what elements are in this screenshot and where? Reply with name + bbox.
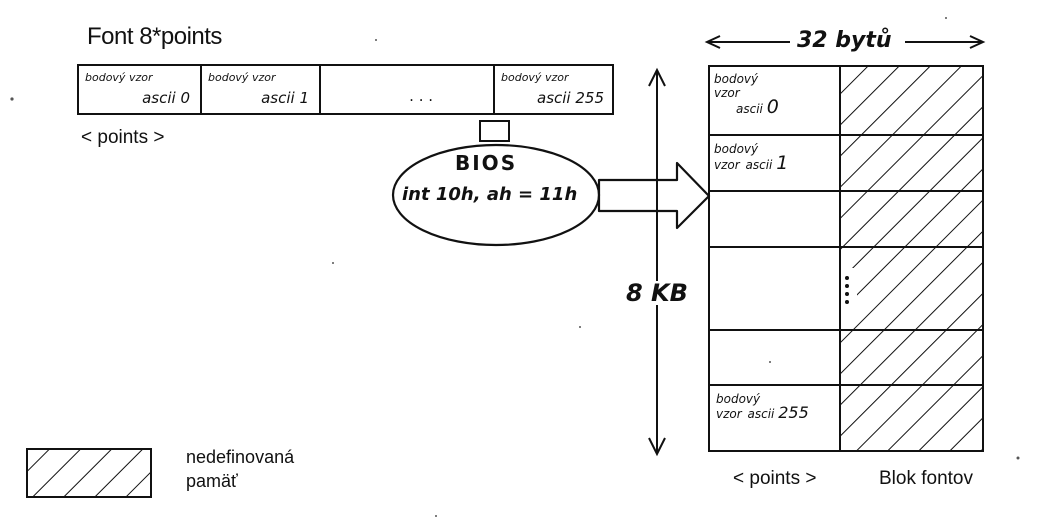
- block-entry-ascii-1: bodový vzor ascii 1: [714, 142, 789, 174]
- block-entry-code: 0: [766, 96, 779, 118]
- block-caption-points: < points >: [733, 468, 817, 489]
- font-block: [708, 65, 984, 452]
- bios-call: int 10h, ah = 11h: [402, 184, 578, 205]
- block-entry-label: ascii: [747, 407, 775, 421]
- font-cell-ascii-0: bodový vzor ascii 0: [79, 67, 200, 113]
- block-caption-title: Blok fontov: [879, 468, 973, 489]
- page-title: Font 8*points: [87, 23, 222, 50]
- font-cell-code: ascii 255: [537, 89, 604, 107]
- font-cell-ascii-1: bodový vzor ascii 1: [202, 67, 319, 113]
- font-cell-label: bodový vzor: [85, 71, 153, 84]
- size-label: 8 KB: [624, 279, 690, 307]
- width-label: 32 bytů: [797, 28, 892, 53]
- bios-title: BIOS: [455, 151, 518, 175]
- legend-label-line1: nedefinovaná: [186, 447, 295, 467]
- font-cell-ascii-255: bodový vzor ascii 255: [495, 67, 612, 113]
- block-entry-code: 1: [776, 152, 789, 174]
- font-cell-code: ascii 0: [142, 89, 190, 107]
- block-entry-label: ascii: [745, 158, 773, 172]
- width-double-arrow: [704, 35, 986, 49]
- continuation-dots: [845, 276, 849, 304]
- connector-box: [479, 120, 510, 142]
- legend-label-line2: pamäť: [186, 471, 238, 491]
- font-cell-dots: . . .: [409, 87, 433, 105]
- block-entry-label: ascii: [736, 102, 763, 116]
- font-cell-ellipsis: . . .: [321, 67, 493, 113]
- block-entry-ascii-255: bodový vzor ascii 255: [716, 392, 809, 421]
- font-row-outline: [77, 64, 614, 115]
- scan-noise: [10, 17, 1020, 517]
- height-double-arrow: [648, 67, 666, 457]
- font-cell-label: bodový vzor: [501, 71, 569, 84]
- legend-swatch: [26, 448, 152, 498]
- block-entry-label: vzor: [714, 86, 740, 100]
- block-entry-label: vzor: [716, 407, 742, 421]
- block-entry-code: 255: [778, 403, 809, 422]
- font-cell-code: ascii 1: [261, 89, 309, 107]
- font-row-caption: < points >: [81, 127, 165, 148]
- block-entry-label: vzor: [714, 158, 740, 172]
- font-cell-label: bodový vzor: [208, 71, 276, 84]
- block-entry-label: bodový: [716, 392, 761, 406]
- block-entry-label: bodový: [714, 142, 759, 156]
- block-entry-ascii-0: bodový vzor ascii 0: [714, 72, 779, 118]
- block-entry-label: bodový: [714, 72, 759, 86]
- hollow-arrow: [597, 161, 711, 230]
